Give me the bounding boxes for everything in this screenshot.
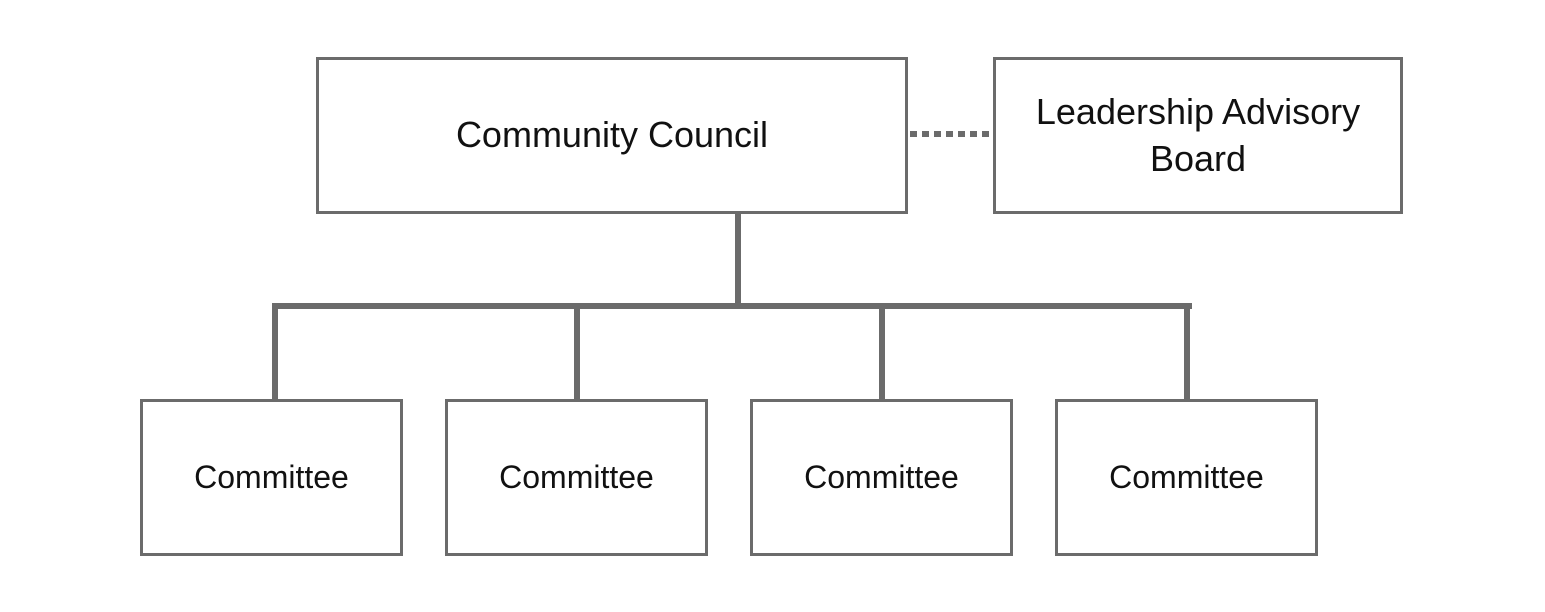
committee-label: Committee bbox=[1109, 458, 1264, 495]
committee-label: Committee bbox=[804, 458, 959, 495]
committee-label: Committee bbox=[499, 458, 654, 495]
committee-box-4: Committee bbox=[1055, 399, 1318, 556]
committee-label: Committee bbox=[194, 458, 349, 495]
committee-box-2: Committee bbox=[445, 399, 708, 556]
leadership-advisory-board-box: Leadership Advisory Board bbox=[993, 57, 1403, 214]
committee-box-1: Committee bbox=[140, 399, 403, 556]
community-council-label: Community Council bbox=[455, 114, 769, 156]
leadership-advisory-board-label: Leadership Advisory Board bbox=[1035, 90, 1361, 179]
committee-box-3: Committee bbox=[750, 399, 1013, 556]
community-council-box: Community Council bbox=[316, 57, 908, 214]
